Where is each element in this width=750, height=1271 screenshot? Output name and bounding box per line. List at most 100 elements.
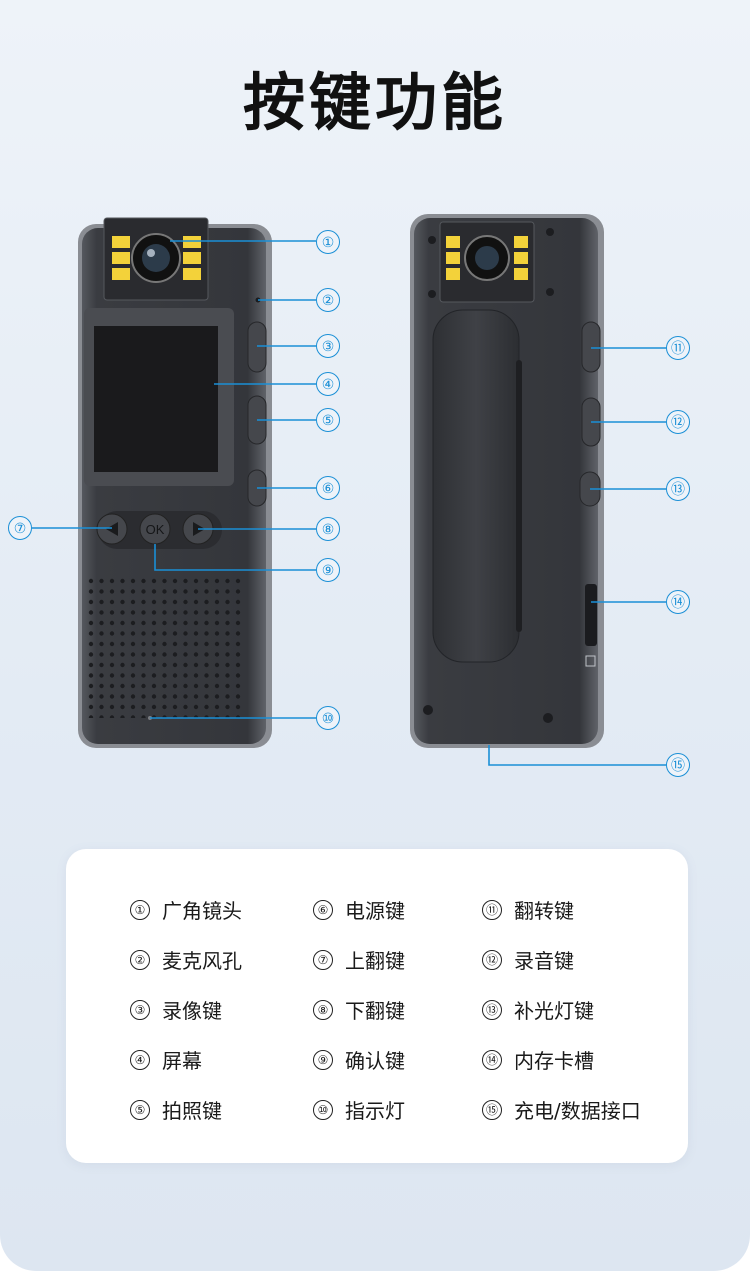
legend-item: ⑥ 电源键 — [313, 895, 405, 924]
led — [446, 252, 460, 264]
legend-label: 指示灯 — [345, 1099, 405, 1123]
callout-line — [154, 544, 316, 571]
callout-10: ⑩ — [316, 706, 340, 730]
legend-number: ⑬ — [482, 999, 502, 1020]
led — [183, 236, 201, 248]
legend-number: ⑫ — [482, 949, 502, 970]
legend-number: ⑧ — [313, 999, 333, 1020]
record-button[interactable] — [247, 321, 267, 373]
legend-label: 内存卡槽 — [514, 1049, 594, 1073]
legend-label: 翻转键 — [514, 899, 574, 923]
led — [446, 268, 460, 280]
page-title: 按键功能 — [242, 66, 507, 139]
legend-number: ② — [130, 949, 150, 970]
screw — [423, 705, 433, 715]
callout-9: ⑨ — [316, 558, 340, 582]
callout-4: ④ — [316, 372, 340, 396]
legend-label: 上翻键 — [345, 949, 405, 973]
callout-2: ② — [316, 288, 340, 312]
legend-label: 广角镜头 — [162, 899, 242, 923]
legend-number: ⑥ — [313, 899, 333, 920]
legend-item: ⑦ 上翻键 — [313, 945, 405, 974]
screw — [546, 288, 554, 296]
clip-groove — [516, 360, 522, 632]
legend-number: ⑨ — [313, 1049, 333, 1070]
legend-item: ⑤ 拍照键 — [130, 1095, 222, 1124]
led — [514, 236, 528, 248]
legend-label: 麦克风孔 — [162, 949, 242, 973]
speaker-grill — [86, 576, 242, 718]
callout-5: ⑤ — [316, 408, 340, 432]
callout-3: ③ — [316, 334, 340, 358]
legend-label: 拍照键 — [162, 1099, 222, 1123]
ok-label: OK — [146, 522, 165, 537]
legend-number: ⑭ — [482, 1049, 502, 1070]
back-clip — [432, 309, 520, 663]
legend-label: 下翻键 — [345, 999, 405, 1023]
legend-item: ⑫ 录音键 — [482, 945, 574, 974]
device-front: OK — [78, 217, 272, 748]
screw — [546, 228, 554, 236]
legend-number: ⑤ — [130, 1099, 150, 1120]
legend-label: 电源键 — [345, 899, 405, 923]
flip-button[interactable] — [581, 321, 601, 373]
legend-item: ② 麦克风孔 — [130, 945, 242, 974]
memory-card-slot — [585, 584, 597, 646]
legend-number: ⑦ — [313, 949, 333, 970]
legend-number: ⑩ — [313, 1099, 333, 1120]
screw — [428, 236, 436, 244]
legend-label: 录音键 — [514, 949, 574, 973]
legend-label: 补光灯键 — [514, 999, 594, 1023]
back-lens-glass — [475, 246, 499, 270]
callout-line — [488, 745, 666, 766]
led — [514, 268, 528, 280]
callout-14: ⑭ — [666, 590, 690, 614]
legend-number: ⑪ — [482, 899, 502, 920]
led — [112, 236, 130, 248]
legend-item: ③ 录像键 — [130, 995, 222, 1024]
legend-label: 确认键 — [345, 1049, 405, 1073]
lens-glass — [142, 244, 170, 272]
lens-highlight — [147, 249, 155, 257]
callout-6: ⑥ — [316, 476, 340, 500]
legend-item: ① 广角镜头 — [130, 895, 242, 924]
callout-15: ⑮ — [666, 753, 690, 777]
legend-item: ⑨ 确认键 — [313, 1045, 405, 1074]
device-back — [410, 214, 604, 748]
legend-item: ⑧ 下翻键 — [313, 995, 405, 1024]
led — [112, 268, 130, 280]
legend-item: ⑩ 指示灯 — [313, 1095, 405, 1124]
legend-item: ⑭ 内存卡槽 — [482, 1045, 594, 1074]
legend-item: ⑪ 翻转键 — [482, 895, 574, 924]
legend-item: ④ 屏幕 — [130, 1045, 202, 1074]
callout-7: ⑦ — [8, 516, 32, 540]
legend-number: ③ — [130, 999, 150, 1020]
callout-13: ⑬ — [666, 477, 690, 501]
legend-item: ⑬ 补光灯键 — [482, 995, 594, 1024]
callout-11: ⑪ — [666, 336, 690, 360]
legend-number: ④ — [130, 1049, 150, 1070]
led — [514, 252, 528, 264]
device-illustration: OK — [32, 214, 666, 766]
legend-number: ⑮ — [482, 1099, 502, 1120]
screw — [428, 290, 436, 298]
legend-item: ⑮ 充电/数据接口 — [482, 1095, 641, 1124]
screw — [543, 713, 553, 723]
left-arrow-icon — [106, 522, 118, 536]
screen — [94, 326, 218, 472]
led — [183, 252, 201, 264]
legend-card: ① 广角镜头 ② 麦克风孔 ③ 录像键 ④ 屏幕 ⑤ 拍照键 ⑥ 电源键 ⑦ 上翻键 ⑧ 下翻键… — [66, 849, 688, 1163]
led — [446, 236, 460, 248]
callout-8: ⑧ — [316, 517, 340, 541]
legend-label: 屏幕 — [162, 1049, 202, 1073]
legend-label: 录像键 — [162, 999, 222, 1023]
led — [112, 252, 130, 264]
callout-1: ① — [316, 230, 340, 254]
legend-label: 充电/数据接口 — [514, 1099, 641, 1123]
led — [183, 268, 201, 280]
callout-12: ⑫ — [666, 410, 690, 434]
legend-number: ① — [130, 899, 150, 920]
callout-lines — [32, 240, 666, 766]
sd-icon — [585, 655, 596, 667]
